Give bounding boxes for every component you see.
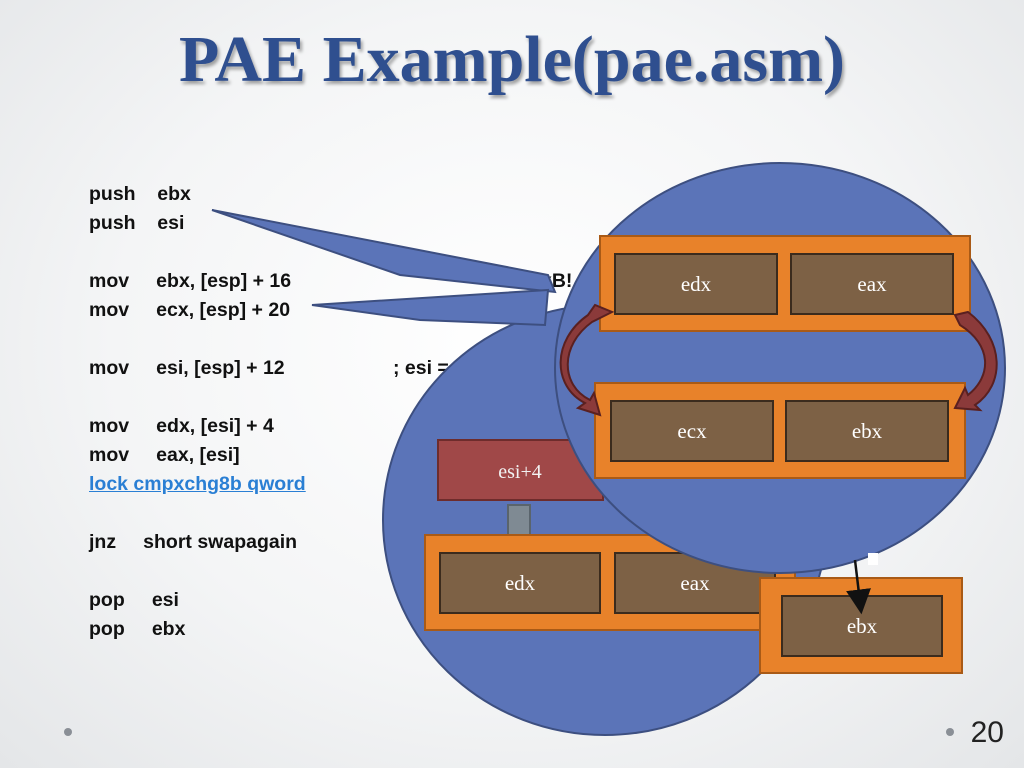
- code-link-lock-cmpxchg8b[interactable]: lock cmpxchg8b qword: [89, 473, 306, 495]
- lower-eax-label: eax: [680, 571, 710, 595]
- code-line-pop-ebx: pop ebx: [89, 618, 186, 640]
- edge-marker: [868, 553, 878, 565]
- middle-ebx-label: ebx: [852, 419, 883, 443]
- upper-edx-box: [614, 253, 778, 315]
- upper-register-group: edx eax ecx ebx: [559, 235, 998, 615]
- code-line-mov-ebx: mov ebx, [esp] + 16: [89, 270, 292, 292]
- slide-title: PAE Example(pae.asm): [178, 23, 846, 96]
- lower-edx-box: [439, 552, 601, 614]
- code-line-mov-edx: mov edx, [esi] + 4: [89, 415, 274, 437]
- memory-label: esi+4: [498, 461, 542, 483]
- code-line-pop-esi: pop esi: [89, 589, 179, 611]
- page-number: 20: [970, 716, 1004, 749]
- middle-ecx-box: [610, 400, 774, 462]
- code-line-jnz: jnz short swapagain: [89, 531, 298, 553]
- code-line-mov-esi: mov esi, [esp] + 12: [89, 357, 285, 379]
- side-ebx-label: ebx: [847, 614, 878, 638]
- code-comment-mov-esi: ; esi =: [393, 357, 449, 379]
- upper-eax-label: eax: [857, 272, 887, 296]
- code-line-push-esi: push esi: [89, 212, 185, 234]
- code-line-mov-ecx: mov ecx, [esp] + 20: [89, 299, 291, 321]
- left-bullet-dot: [64, 728, 72, 736]
- left-exchange-arrow-icon: [559, 303, 615, 417]
- middle-ebx-box: [785, 400, 949, 462]
- code-line-mov-eax: mov eax, [esi]: [89, 444, 240, 466]
- upper-eax-box: [790, 253, 954, 315]
- right-bullet-dot: [946, 728, 954, 736]
- code-line-push-ebx: push ebx: [89, 183, 191, 205]
- upper-edx-label: edx: [681, 272, 712, 296]
- pointer-arrow-icon: [846, 559, 871, 615]
- right-exchange-arrow-icon: [953, 310, 998, 412]
- lower-edx-label: edx: [505, 571, 536, 595]
- middle-ecx-label: ecx: [677, 419, 707, 443]
